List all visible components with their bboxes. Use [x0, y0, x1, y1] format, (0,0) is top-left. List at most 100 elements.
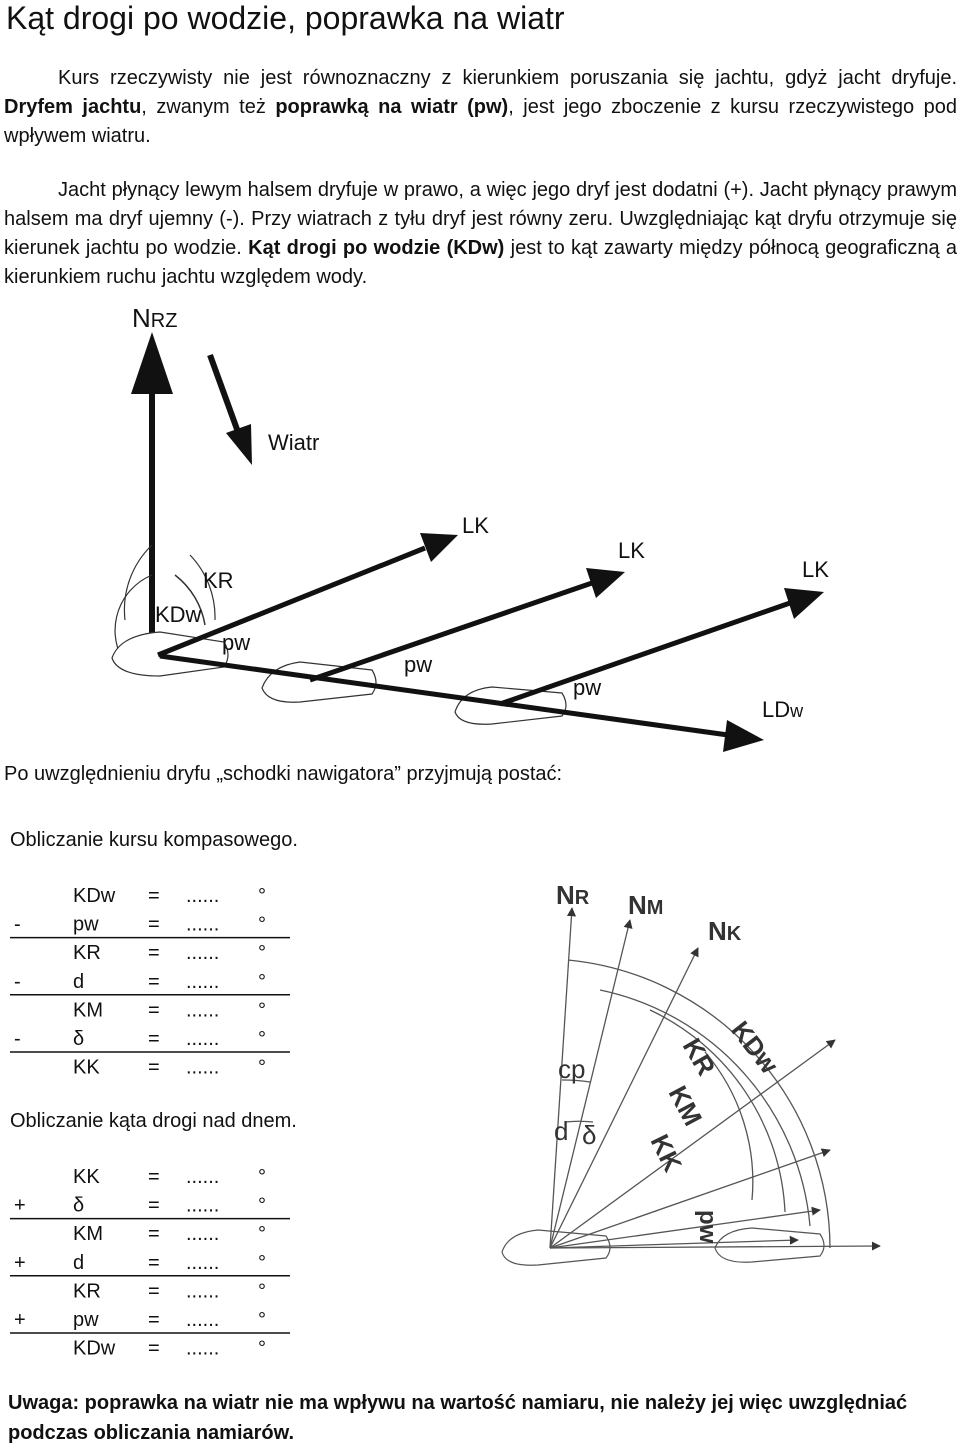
calc1-row-sign: - — [14, 971, 21, 993]
calc2-row-label: d — [73, 1252, 84, 1274]
calc2-row-sign: + — [14, 1252, 26, 1274]
calc1-row-equals: = — [148, 885, 160, 907]
wind-label: Wiatr — [268, 430, 319, 455]
calc2-row-degree: ° — [258, 1338, 266, 1360]
calc2-row-value: ...... — [186, 1309, 219, 1331]
calc1-row-equals: = — [148, 942, 160, 964]
ldw-arrow — [159, 653, 764, 752]
fan-d-label: d — [554, 1116, 568, 1146]
fan-delta-label: δ — [582, 1120, 596, 1150]
calc1-row-label: KDw — [73, 885, 116, 907]
calc1-row-value: ...... — [186, 942, 219, 964]
calc2-row-value: ...... — [186, 1280, 219, 1302]
calc1-row-sign: - — [14, 914, 21, 936]
fan-boat-2 — [714, 1227, 825, 1263]
kr-arc-inner — [174, 574, 206, 626]
north-arrow — [131, 332, 173, 675]
lk-arrow-2 — [309, 568, 625, 683]
calc1-row-equals: = — [148, 1057, 160, 1079]
calc2-row-equals: = — [148, 1338, 160, 1360]
calc1-row-equals: = — [148, 999, 160, 1021]
lk-label-3: LK — [802, 557, 829, 582]
calc2-row-label: KM — [73, 1223, 103, 1245]
calc1-row-label: KR — [73, 942, 101, 964]
calc1-row-equals: = — [148, 914, 160, 936]
lk-arrow-1 — [157, 533, 458, 658]
fan-rays — [549, 907, 881, 1251]
calc1-row-equals: = — [148, 1028, 160, 1050]
calc-tables: KDw =...... ° - pw =...... ° KR =...... ° - d =.....… — [10, 885, 290, 1360]
calc2-row-value: ...... — [186, 1195, 219, 1217]
para1-text-3: , jest jego zboczenie z kursu rzeczywist… — [4, 96, 957, 147]
calc2-row-value: ...... — [186, 1166, 219, 1188]
calc2-row-equals: = — [148, 1223, 160, 1245]
calc1-row-equals: = — [148, 971, 160, 993]
fan-kk-label: KK — [645, 1129, 689, 1176]
fan-pw-label: pw — [694, 1210, 721, 1244]
calc1-row-degree: ° — [258, 885, 266, 907]
para1-text-2: , zwanym też — [141, 96, 276, 118]
calc1-row-degree: ° — [258, 914, 266, 936]
para1-bold-1: Dryfem jachtu — [4, 96, 142, 118]
pw-label-3: pw — [573, 675, 601, 700]
north-label: NRZ — [132, 303, 177, 333]
paragraph-drift-sign: Jacht płynący lewym halsem dryfuje w pra… — [4, 176, 957, 292]
calc1-row-label: pw — [73, 914, 99, 936]
para1-bold-2: poprawką na wiatr (pw) — [275, 96, 509, 118]
fan-nm-label: NM — [628, 890, 663, 920]
note-warning: Uwaga: poprawka na wiatr nie ma wpływu n… — [8, 1392, 908, 1444]
calc2-row-equals: = — [148, 1280, 160, 1302]
calc1-row-value: ...... — [186, 1057, 219, 1079]
calc2-row-sign: + — [14, 1309, 26, 1331]
calc2-row-degree: ° — [258, 1195, 266, 1217]
calc1-row-degree: ° — [258, 971, 266, 993]
calc-ground: KK=......°+δ=......°KM=......°+d=......°… — [10, 1166, 290, 1360]
calc1-row-label: KM — [73, 999, 103, 1021]
calc2-row-degree: ° — [258, 1223, 266, 1245]
ldw-label: LDw — [762, 697, 804, 722]
para2-bold-1: Kąt drogi po wodzie (KDw) — [248, 237, 505, 259]
calc2-row-degree: ° — [258, 1166, 266, 1188]
calc2-row-label: KR — [73, 1280, 101, 1302]
kdw-label: KDw — [155, 602, 202, 627]
lk-arrow-3 — [499, 588, 824, 707]
calc2-row-value: ...... — [186, 1223, 219, 1245]
calc1-row-value: ...... — [186, 885, 219, 907]
calc2-row-sign: + — [14, 1195, 26, 1217]
calc1-row-degree: ° — [258, 1057, 266, 1079]
calc1-row-label: KK — [73, 1057, 100, 1079]
calc2-row-equals: = — [148, 1166, 160, 1188]
section-compass-title: Obliczanie kursu kompasowego. — [10, 829, 298, 851]
calc1-row-value: ...... — [186, 1028, 219, 1050]
para1-text-1: Kurs rzeczywisty nie jest równoznaczny z… — [58, 67, 957, 89]
fan-nk-label: NK — [708, 916, 742, 946]
calc1-row-degree: ° — [258, 942, 266, 964]
kr-label: KR — [203, 568, 234, 593]
calc2-row-label: pw — [73, 1309, 99, 1331]
para2-text-1: Jacht płynący lewym halsem dryfuje w pra… — [4, 179, 957, 259]
drift-diagram: NRZ Wiatr LK LK LK KR KDw pw pw pw LDw — [111, 303, 829, 752]
calc2-row-equals: = — [148, 1195, 160, 1217]
calc2-row-degree: ° — [258, 1309, 266, 1331]
intro-line: Po uwzględnieniu dryfu „schodki nawigato… — [4, 763, 563, 785]
fan-cp-label: cp — [558, 1054, 585, 1084]
lk-label-1: LK — [462, 513, 489, 538]
para2-text-2: jest to kąt zawarty między północą geogr… — [4, 237, 958, 288]
pw-label-1: pw — [222, 630, 250, 655]
boat-1 — [111, 631, 229, 677]
fan-nr-label: NR — [556, 880, 590, 910]
calc1-row-value: ...... — [186, 971, 219, 993]
calc1-row-value: ...... — [186, 914, 219, 936]
calc2-row-value: ...... — [186, 1252, 219, 1274]
calc1-row-value: ...... — [186, 999, 219, 1021]
kr-arc — [123, 544, 216, 621]
calc2-row-degree: ° — [258, 1252, 266, 1274]
fan-kr-label: KR — [677, 1033, 722, 1081]
fan-kdw-label: KDw — [725, 1015, 785, 1080]
lk-label-2: LK — [618, 538, 645, 563]
calc2-row-label: KK — [73, 1166, 100, 1188]
pw-label-2: pw — [404, 652, 432, 677]
fan-arcs — [561, 959, 831, 1249]
calc2-row-value: ...... — [186, 1338, 219, 1360]
wind-arrow — [207, 353, 252, 465]
